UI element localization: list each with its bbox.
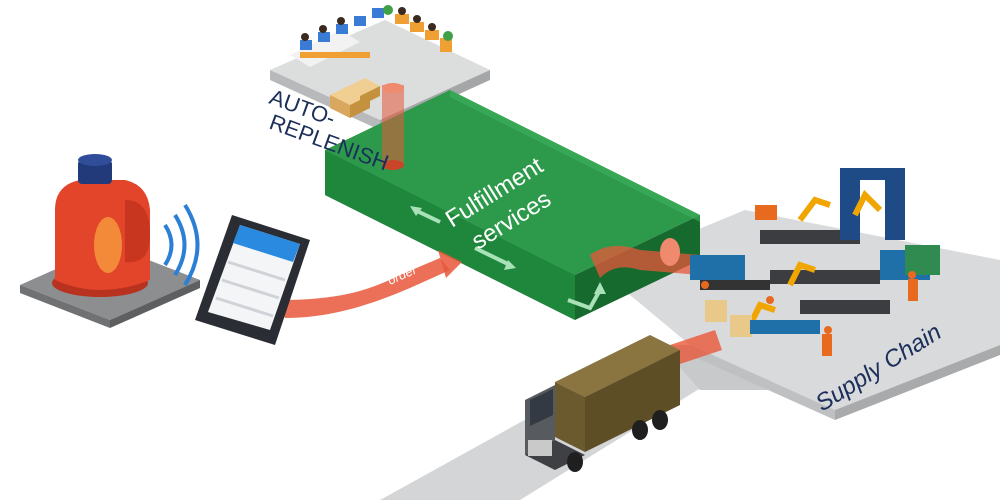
delivery-truck-icon: [525, 335, 680, 472]
cardboard-boxes-icon: [330, 78, 380, 118]
fulfillment-block: [325, 90, 700, 320]
wifi-signal-icon: [163, 203, 200, 287]
office-workers-icon: [290, 5, 453, 67]
flow-arrows: [410, 206, 606, 311]
factory-robot-arm-icon: [690, 168, 940, 356]
detergent-bottle-icon: [52, 154, 150, 297]
smartphone-icon: [195, 215, 310, 345]
order-arrow: [280, 250, 462, 318]
